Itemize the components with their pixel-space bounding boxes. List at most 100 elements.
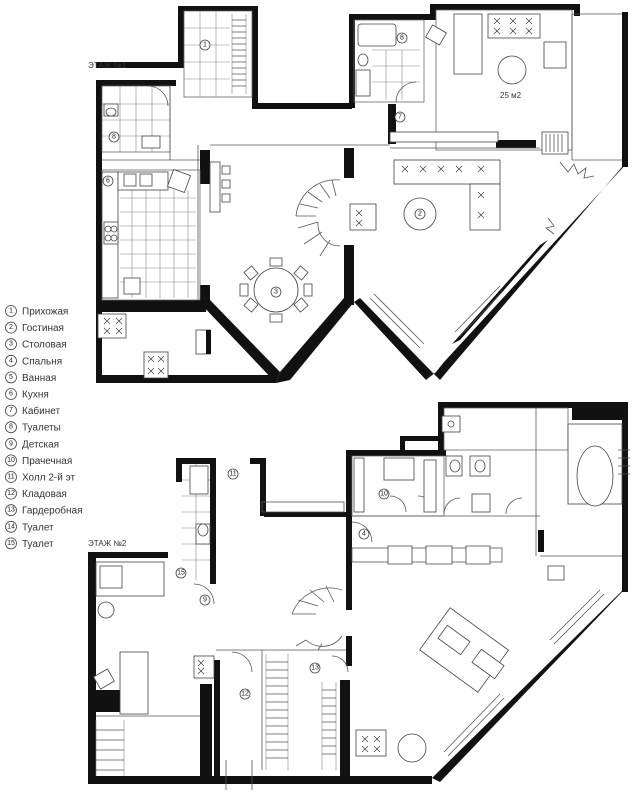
bedroom-furniture — [351, 521, 605, 763]
legend-label: Детская — [22, 439, 59, 450]
legend-item: 8 Туалеты — [5, 421, 61, 434]
svg-text:7: 7 — [398, 114, 402, 121]
legend-number: 13 — [7, 507, 15, 514]
floor-1: 1 2 3 6 7 8 8 ЭТАЖ №1 25 м2 — [88, 4, 628, 383]
legend-marker — [5, 421, 17, 434]
legend-item: 14 Туалет — [5, 520, 54, 533]
legend-item: 12 Кладовая — [5, 487, 67, 500]
legend-label: Прихожая — [22, 307, 68, 318]
legend-item: 4 Спальня — [5, 354, 62, 367]
bar-counter — [197, 145, 231, 300]
legend-number: 9 — [9, 440, 13, 447]
svg-text:6: 6 — [106, 178, 110, 185]
legend-item: 6 Кухня — [5, 388, 49, 401]
children-room-furniture — [93, 561, 215, 776]
legend-number: 8 — [9, 424, 13, 431]
legend-marker — [5, 305, 17, 317]
marker-8b: 8 — [396, 32, 408, 44]
marker-4: 4 — [358, 528, 370, 540]
legend-number: 4 — [9, 357, 13, 364]
legend-marker — [5, 437, 17, 450]
marker-3: 3 — [270, 286, 282, 298]
legend: 1 Прихожая 2 Гостиная 3 Столовая 4 Спальня 5 Ванн… — [5, 305, 83, 550]
svg-text:8: 8 — [112, 134, 116, 141]
floor-2-partitions — [96, 407, 622, 770]
legend-number: 7 — [9, 407, 13, 414]
legend-number: 12 — [7, 490, 15, 497]
marker-12: 12 — [239, 688, 251, 700]
legend-label: Кухня — [22, 390, 49, 401]
marker-2: 2 — [414, 208, 426, 220]
storage-wardrobe — [225, 501, 349, 790]
legend-number: 1 — [9, 308, 13, 315]
legend-marker — [5, 520, 17, 533]
lower-room-furniture — [97, 313, 211, 379]
floor-1-hall-tiles — [184, 11, 247, 97]
study-furniture — [389, 13, 569, 155]
svg-text:2: 2 — [418, 211, 422, 218]
legend-item: 1 Прихожая — [5, 305, 68, 318]
legend-marker — [5, 371, 17, 384]
legend-item: 7 Кабинет — [5, 404, 60, 417]
legend-marker — [5, 537, 17, 550]
spiral-stair-1 — [295, 179, 341, 257]
laundry-fixtures — [353, 415, 523, 515]
legend-label: Ванная — [22, 373, 56, 384]
floor-2: 4 9 10 11 12 13 15 ЭТАЖ №2 — [88, 402, 630, 790]
legend-item: 13 Гардеробная — [5, 504, 83, 517]
svg-text:4: 4 — [362, 531, 366, 538]
svg-text:3: 3 — [274, 289, 278, 296]
legend-item: 9 Детская — [5, 437, 59, 450]
master-bath-fixtures — [547, 423, 630, 581]
marker-10: 10 — [378, 488, 390, 500]
spiral-stair-2 — [291, 585, 343, 651]
wc-2-fixtures — [355, 23, 420, 103]
legend-item: 5 Ванная — [5, 371, 56, 384]
marker-6: 6 — [102, 175, 114, 187]
living-room-furniture — [349, 159, 595, 349]
legend-marker — [5, 354, 17, 367]
legend-marker — [5, 487, 17, 500]
wc-15-fixtures — [182, 464, 211, 580]
legend-label: Холл 2-й эт — [22, 473, 75, 484]
marker-15: 15 — [175, 567, 187, 579]
legend-marker — [5, 388, 17, 400]
legend-label: Гостиная — [22, 323, 64, 334]
floor-1-room-markers: 1 2 3 6 7 8 8 — [102, 32, 426, 298]
legend-marker — [5, 454, 17, 467]
legend-label: Кладовая — [22, 489, 67, 500]
marker-9: 9 — [199, 594, 211, 606]
legend-label: Туалет — [22, 522, 54, 533]
marker-7: 7 — [394, 111, 406, 123]
svg-text:15: 15 — [177, 570, 185, 577]
legend-number: 15 — [7, 540, 15, 547]
svg-text:11: 11 — [229, 471, 236, 478]
wc-1-fixtures — [102, 85, 170, 152]
kitchen-tiles — [101, 168, 196, 299]
legend-number: 14 — [7, 523, 15, 530]
svg-text:12: 12 — [241, 691, 249, 698]
legend-label: Туалеты — [22, 423, 61, 434]
svg-text:9: 9 — [203, 597, 207, 604]
legend-label: Туалет — [22, 539, 54, 550]
legend-label: Спальня — [22, 356, 62, 367]
legend-number: 5 — [9, 374, 13, 381]
floor-2-room-markers: 4 9 10 11 12 13 15 — [175, 468, 390, 700]
legend-item: 15 Туалет — [5, 537, 54, 550]
legend-number: 2 — [9, 324, 13, 331]
marker-8a: 8 — [108, 131, 120, 143]
study-area-label: 25 м2 — [500, 91, 522, 100]
legend-number: 6 — [9, 391, 13, 398]
legend-number: 3 — [9, 341, 13, 348]
floor-1-title: ЭТАЖ №1 — [88, 61, 127, 70]
legend-item: 3 Столовая — [5, 338, 67, 351]
legend-label: Гардеробная — [22, 505, 83, 517]
legend-label: Кабинет — [22, 405, 60, 417]
floor-2-walls — [88, 402, 628, 784]
legend-marker — [5, 404, 17, 417]
legend-label: Столовая — [22, 340, 67, 351]
marker-11: 11 — [227, 468, 239, 480]
